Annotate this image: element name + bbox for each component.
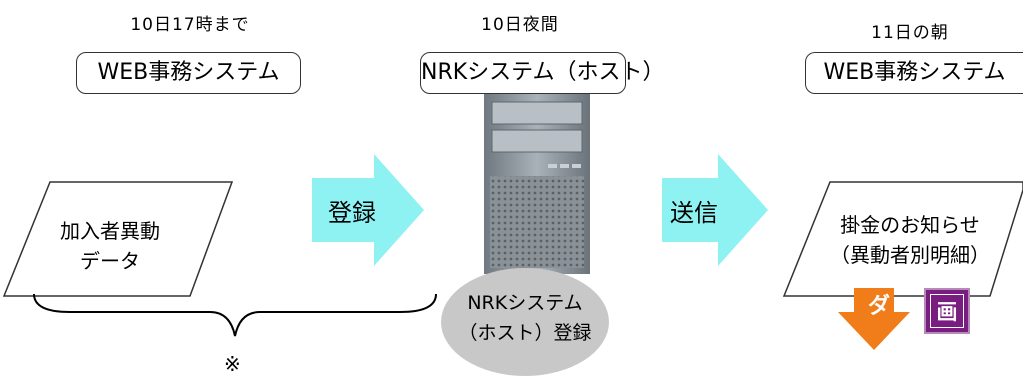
register-arrow-label: 登録 (328, 199, 376, 227)
download-arrow-icon (838, 288, 910, 350)
right-document-shape (782, 181, 1023, 297)
right-document-line1: 掛金のお知らせ (840, 213, 980, 237)
middle-time-label: 10日夜間 (481, 15, 559, 35)
ellipse-line1: NRKシステム (467, 292, 583, 314)
left-document-line1: 加入者異動 (60, 219, 160, 243)
right-time-label: 11日の朝 (871, 23, 949, 43)
left-time-label: 10日17時まで (130, 15, 250, 35)
left-document-label: 加入者異動 データ (20, 216, 200, 276)
ellipse-line2: （ホスト）登録 (458, 322, 592, 344)
screen-badge: 画 (924, 288, 970, 334)
middle-system-box: NRKシステム（ホスト） (420, 52, 665, 94)
screen-badge-inner (930, 294, 964, 328)
register-arrow (312, 154, 424, 266)
ellipse-label: NRKシステム （ホスト）登録 (450, 288, 600, 348)
left-document-line2: データ (80, 249, 140, 273)
register-ellipse (441, 268, 609, 376)
server-tower-icon (484, 94, 590, 274)
screen-badge-label: 画 (936, 300, 958, 324)
right-document-label: 掛金のお知らせ （異動者別明細） (810, 210, 1010, 270)
left-document-shape (2, 181, 234, 297)
right-document-line2: （異動者別明細） (830, 243, 990, 267)
download-badge-label: ダ (868, 294, 891, 319)
right-system-box: WEB事務システム (805, 52, 1023, 94)
left-system-box: WEB事務システム (76, 52, 301, 94)
send-arrow (662, 154, 768, 266)
left-curly-brace (33, 293, 437, 337)
send-arrow-label: 送信 (670, 199, 718, 227)
note-mark: ※ (224, 352, 241, 376)
